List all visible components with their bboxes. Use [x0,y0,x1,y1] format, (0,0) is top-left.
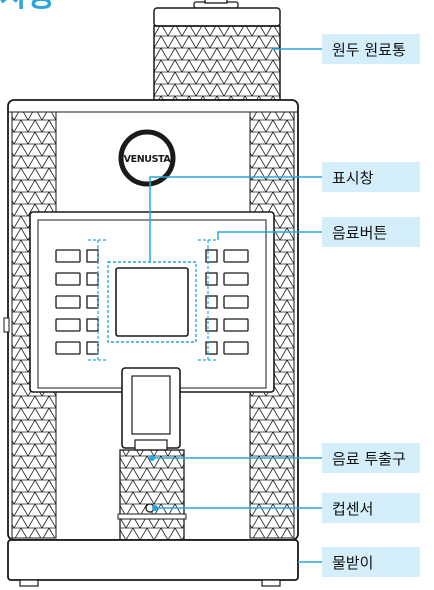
right-button-column [205,249,249,355]
drink-button[interactable] [223,341,249,355]
drink-button-indicator [205,295,218,309]
drink-button-indicator [86,295,99,309]
bean-hopper [153,0,281,101]
drink-button[interactable] [55,249,81,263]
drink-button[interactable] [55,272,81,286]
label-display: 표시창 [322,162,420,192]
heading-fragment: 사용 [0,0,200,12]
drink-button-indicator [205,272,218,286]
leader-lines [149,48,322,563]
drink-button-indicator [205,318,218,332]
button-group-markers [88,239,218,361]
drink-button-indicator [86,318,99,332]
drink-button[interactable] [55,341,81,355]
label-drip-tray: 물받이 [322,547,420,577]
drink-button-indicator [86,272,99,286]
label-cup-sensor: 컵센서 [322,493,420,523]
drink-button-indicator [86,249,99,263]
label-drink-buttons: 음료버튼 [322,217,420,247]
display-highlight [107,261,197,343]
drip-tray [7,539,299,587]
drink-button[interactable] [223,318,249,332]
drink-button[interactable] [55,295,81,309]
drink-button[interactable] [223,249,249,263]
drink-button-indicator [205,249,218,263]
control-panel [29,211,275,393]
drink-button-indicator [86,341,99,355]
drink-button[interactable] [223,295,249,309]
label-drink-outlet: 음료 투출구 [322,443,420,473]
drink-outlet-assembly [117,367,187,543]
brand-logo: VENUSTA [118,129,176,187]
drink-button[interactable] [223,272,249,286]
drink-button-indicator [205,341,218,355]
display-screen [115,267,189,337]
drink-button[interactable] [55,318,81,332]
label-bean-hopper: 원두 원료통 [322,34,420,64]
brand-text: VENUSTA [124,154,172,165]
